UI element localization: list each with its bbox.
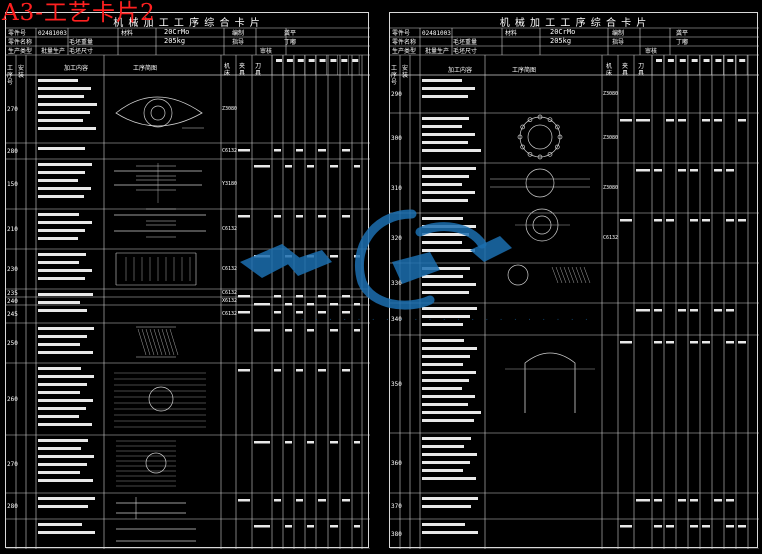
proofreader-value: 丁嘟 [284,39,297,46]
op-number: 280 [7,148,18,155]
op-number: 300 [391,135,402,142]
card-title: 机 械 加 工 工 序 综 合 卡 片 [499,18,648,29]
blank-weight-label: 毛坯重量 [453,39,478,46]
material-label: 材料 [505,30,518,37]
col-step-no: 安装 [18,65,25,79]
col-work-content: 加工内容 [64,65,89,72]
op-number: 260 [7,396,18,403]
col-sketch: 工序简图 [512,67,537,74]
col-process-no: 工序号 [391,65,398,86]
machine-label: C6132 [222,148,238,154]
part-no-value: 02481003 [422,30,451,37]
part-no-label: 零件号 [8,30,27,37]
machine-label: C6132 [603,235,619,241]
col-step-no: 安装 [402,65,409,79]
col-work-content: 加工内容 [448,67,473,74]
machine-label: Z3080 [603,135,619,141]
machine-label: Z3080 [603,91,619,97]
production-type-label: 生产类型 [392,48,417,55]
compiler-value: 龚平 [676,30,689,37]
op-number: 270 [7,106,18,113]
col-fixture: 夹具 [239,63,246,77]
review-label: 审核 [645,48,658,55]
compiler-value: 龚平 [284,30,297,37]
op-number: 380 [391,531,402,538]
op-number: 150 [7,181,18,188]
op-number: 240 [7,298,18,305]
machine-label: C6132 [222,226,238,232]
process-card-right: 机 械 加 工 工 序 综 合 卡 片 零件号 02481003 材料 20Cr… [389,12,759,549]
op-number: 340 [391,316,402,323]
op-number: 370 [391,503,402,510]
op-number: 320 [391,235,402,242]
blank-weight-value: 205kg [164,37,186,45]
op-number: 210 [7,226,18,233]
part-no-label: 零件号 [392,30,411,37]
production-type-value: 批量生产 [41,48,66,55]
material-value: 20CrMo [164,28,190,36]
blank-weight-label: 毛坯重量 [69,39,94,46]
machine-label: C6132 [222,311,238,317]
left-card-grid [6,27,370,549]
part-no-value: 02481003 [38,30,67,37]
machine-label: C6132 [222,290,238,296]
op-number: 310 [391,185,402,192]
op-number: 290 [391,91,402,98]
proofread-label: 指导 [232,39,245,46]
machine-label: X6132 [222,298,238,304]
machine-label: C6132 [222,266,238,272]
col-fixture: 夹具 [622,63,629,77]
proofreader-value: 丁嘟 [676,39,689,46]
compiled-label: 编制 [612,30,625,37]
col-sketch: 工序简图 [133,65,158,72]
blank-weight-value: 205kg [550,37,572,45]
card-title: 机 械 加 工 工 序 综 合 卡 片 [113,18,261,29]
machine-label: Z3080 [603,185,619,191]
col-tool: 刀具 [255,63,262,77]
op-number: 360 [391,460,402,467]
proofread-label: 指导 [612,39,625,46]
col-machine: 机床 [606,63,613,77]
op-number: 270 [7,461,18,468]
compiled-label: 编制 [232,30,245,37]
review-label: 审核 [260,48,273,55]
part-name-label: 零件名称 [8,39,33,46]
op-number: 280 [7,503,18,510]
col-tool: 刀具 [638,63,645,77]
material-value: 20CrMo [550,28,576,36]
op-number: 330 [391,280,402,287]
process-card-left: 机 械 加 工 工 序 综 合 卡 片 零件号 02481003 材料 20Cr… [5,12,370,549]
machine-label: Z3080 [222,106,238,112]
material-label: 材料 [121,30,134,37]
production-type-label: 生产类型 [8,48,33,55]
op-number: 245 [7,311,18,318]
right-card-grid [390,27,759,549]
op-number: 250 [7,340,18,347]
blank-size-label: 毛坯尺寸 [69,48,94,55]
col-machine: 机床 [224,63,231,77]
op-number: 235 [7,290,18,297]
overlay-label: A3-工艺卡片2 [2,0,156,26]
blank-size-label: 毛坯尺寸 [453,48,478,55]
op-number: 350 [391,381,402,388]
op-number: 230 [7,266,18,273]
machine-label: Y3180 [222,181,238,187]
col-process-no: 工序号 [7,65,14,86]
production-type-value: 批量生产 [425,48,450,55]
part-name-label: 零件名称 [392,39,417,46]
